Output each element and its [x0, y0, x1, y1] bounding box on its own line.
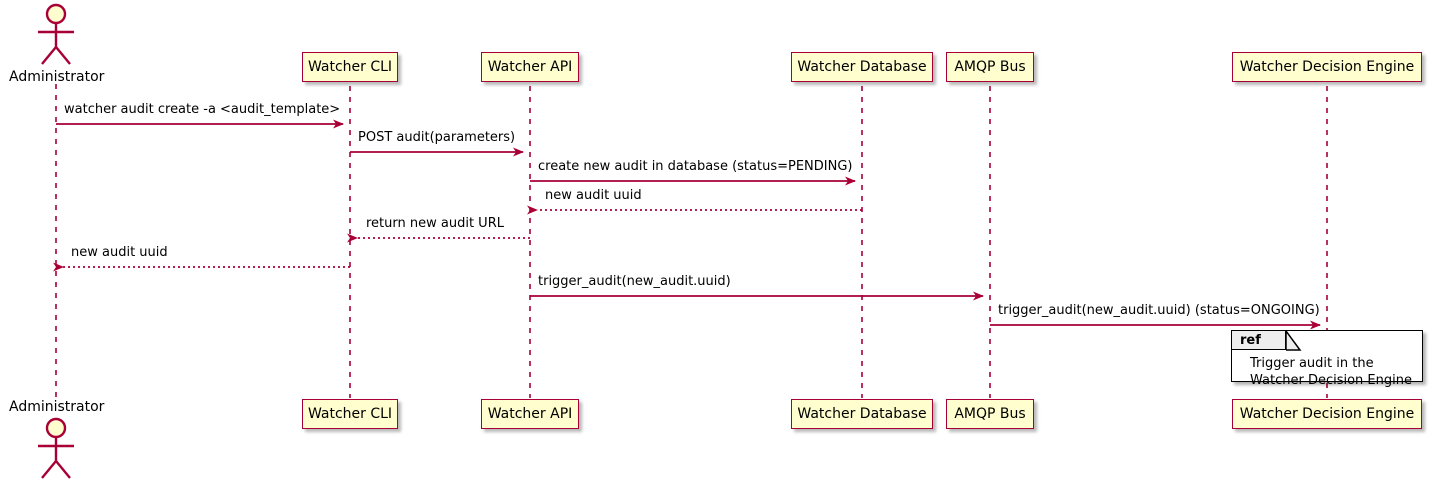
- message-label-6: new audit uuid: [71, 245, 168, 260]
- actor-administrator-bottom: [38, 417, 74, 479]
- message-label-3: create new audit in database (status=PEN…: [538, 159, 853, 174]
- ref-fragment-text-line2: Watcher Decision Engine: [1250, 373, 1412, 388]
- participant-label-watcher-decision-engine: Watcher Decision Engine: [1239, 59, 1415, 75]
- participant-box-watcher-decision-engine-bottom[interactable]: Watcher Decision Engine: [1232, 399, 1422, 429]
- participant-label-watcher-cli: Watcher CLI: [307, 59, 393, 75]
- participant-box-watcher-cli-top[interactable]: Watcher CLI: [302, 52, 398, 82]
- message-label-2: POST audit(parameters): [358, 130, 516, 145]
- participant-box-watcher-decision-engine-top[interactable]: Watcher Decision Engine: [1232, 52, 1422, 82]
- ref-fragment-box: ref Trigger audit in the Watcher Decisio…: [1231, 330, 1423, 388]
- message-label-4: new audit uuid: [545, 188, 642, 203]
- participant-label-watcher-api-bottom: Watcher API: [487, 406, 573, 422]
- participant-box-watcher-database-bottom[interactable]: Watcher Database: [791, 399, 933, 429]
- message-label-5: return new audit URL: [366, 216, 504, 231]
- message-label-7: trigger_audit(new_audit.uuid): [538, 274, 731, 289]
- participant-label-watcher-database-bottom: Watcher Database: [797, 406, 927, 422]
- participant-box-watcher-cli-bottom[interactable]: Watcher CLI: [302, 399, 398, 429]
- participant-label-watcher-database: Watcher Database: [797, 59, 927, 75]
- message-label-8: trigger_audit(new_audit.uuid) (status=ON…: [998, 303, 1320, 318]
- lifeline-group: [55, 84, 1328, 398]
- participant-box-watcher-api-bottom[interactable]: Watcher API: [481, 399, 579, 429]
- ref-fragment-text-line1: Trigger audit in the: [1250, 356, 1374, 371]
- actor-label-administrator-top: Administrator: [9, 69, 105, 85]
- participant-label-watcher-cli-bottom: Watcher CLI: [307, 406, 393, 422]
- participant-label-amqp-bus-bottom: AMQP Bus: [954, 406, 1026, 422]
- actor-label-administrator-bottom: Administrator: [9, 399, 105, 415]
- participant-box-amqp-bus-bottom[interactable]: AMQP Bus: [946, 399, 1034, 429]
- participant-label-watcher-api: Watcher API: [487, 59, 573, 75]
- ref-tab-corner-icon: [1286, 331, 1302, 351]
- participant-box-amqp-bus-top[interactable]: AMQP Bus: [946, 52, 1034, 82]
- ref-fragment-tab-label: ref: [1240, 333, 1261, 348]
- participant-box-watcher-database-top[interactable]: Watcher Database: [791, 52, 933, 82]
- message-label-1: watcher audit create -a <audit_template>: [64, 102, 341, 117]
- actor-administrator-top: [38, 3, 74, 65]
- participant-label-watcher-decision-engine-bottom: Watcher Decision Engine: [1239, 406, 1415, 422]
- participant-label-amqp-bus: AMQP Bus: [954, 59, 1026, 75]
- participant-box-watcher-api-top[interactable]: Watcher API: [481, 52, 579, 82]
